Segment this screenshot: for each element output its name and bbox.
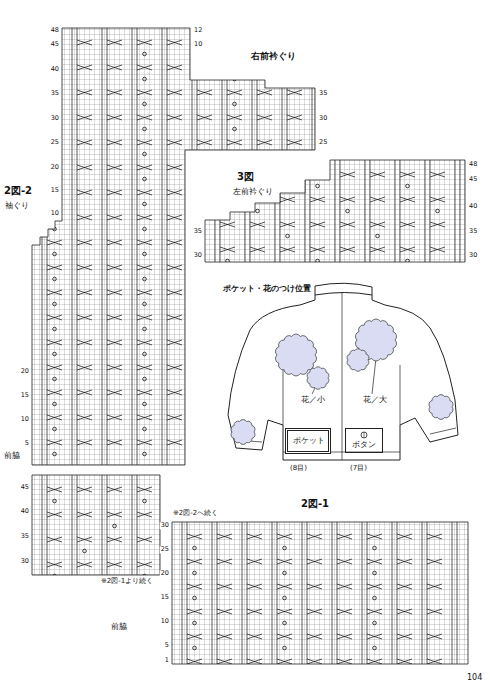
row-number: 30 [50,115,60,122]
row-number: 45 [20,484,30,491]
chart-title: 右前衿ぐり [250,52,297,62]
row-number: 25 [160,546,170,553]
row-number: 35 [50,90,60,97]
chart-grid [205,160,465,262]
page-number: 104 [466,674,483,683]
button-symbol [361,432,367,438]
row-number: 35 [20,533,30,540]
chart-grid [172,522,468,664]
row-number: 40 [50,66,60,73]
row-number: 15 [160,594,170,601]
note: ※2図-2へ続く [172,510,219,518]
jacket-illustration [228,283,458,460]
row-number: 45 [468,176,478,183]
note: ※2図-1より続く [100,578,154,586]
row-number: 35 [193,228,203,235]
button-box: ボタン [345,428,383,453]
chart-title: 2図-1 [300,498,330,509]
jacket-seams [236,292,456,460]
jacket-outline [228,300,458,460]
row-number: 15 [50,187,60,194]
row-number: 25 [50,139,60,146]
row-number: 10 [160,618,170,625]
row-number: 20 [20,368,30,375]
row-number: 1 [164,657,170,664]
chart-grid [32,475,160,575]
chart-symbols [182,522,457,675]
row-number: 45 [50,41,60,48]
callout-label: 花／小 [300,396,326,404]
row-number: 30 [193,252,203,259]
flower-motif [347,349,369,372]
row-number: 30 [468,252,478,259]
row-number: 40 [468,203,478,210]
row-number: 10 [50,210,60,217]
row-number: 48 [468,161,478,168]
row-number: 35 [468,228,478,235]
row-number: 40 [20,508,30,515]
section-label: 前脇 [3,452,21,461]
row-number: 35 [318,90,328,97]
section-label: 左前衿ぐり [232,188,274,197]
row-number: 20 [160,570,170,577]
section-label: 袖ぐり [4,202,30,211]
flower-motif [429,395,453,420]
stitch-count: (7目) [349,465,368,473]
callout-label: 花／大 [362,396,388,404]
box-text: ポケット [293,437,323,445]
stitch-number: 12 [193,27,203,34]
row-number: 20 [50,164,60,171]
stitch-number: 10 [193,41,203,48]
chart-title: 3図 [236,171,255,182]
stitch-count: (8目) [289,465,308,473]
row-number: 30 [160,522,170,529]
row-number: 10 [20,416,30,423]
row-number: 5 [164,642,170,649]
box-text: ボタン [351,441,377,449]
chart-symbols [42,475,152,578]
flower-motif [231,420,255,445]
row-number: 30 [318,115,328,122]
row-number: 15 [20,392,30,399]
row-number: 5 [24,440,30,447]
row-number: 48 [50,27,60,34]
figure-title: ポケット・花のつけ位置 [222,285,312,294]
button-symbol [364,432,365,438]
pocket-box: ポケット [285,428,331,454]
flower-motif [307,367,329,390]
row-number: 30 [20,558,30,565]
chart-title: 2図-2 [3,185,33,196]
chart-symbols [215,160,460,263]
row-number: 25 [318,139,328,146]
jacket-collar [315,283,372,300]
section-label: 前脇 [110,623,128,632]
